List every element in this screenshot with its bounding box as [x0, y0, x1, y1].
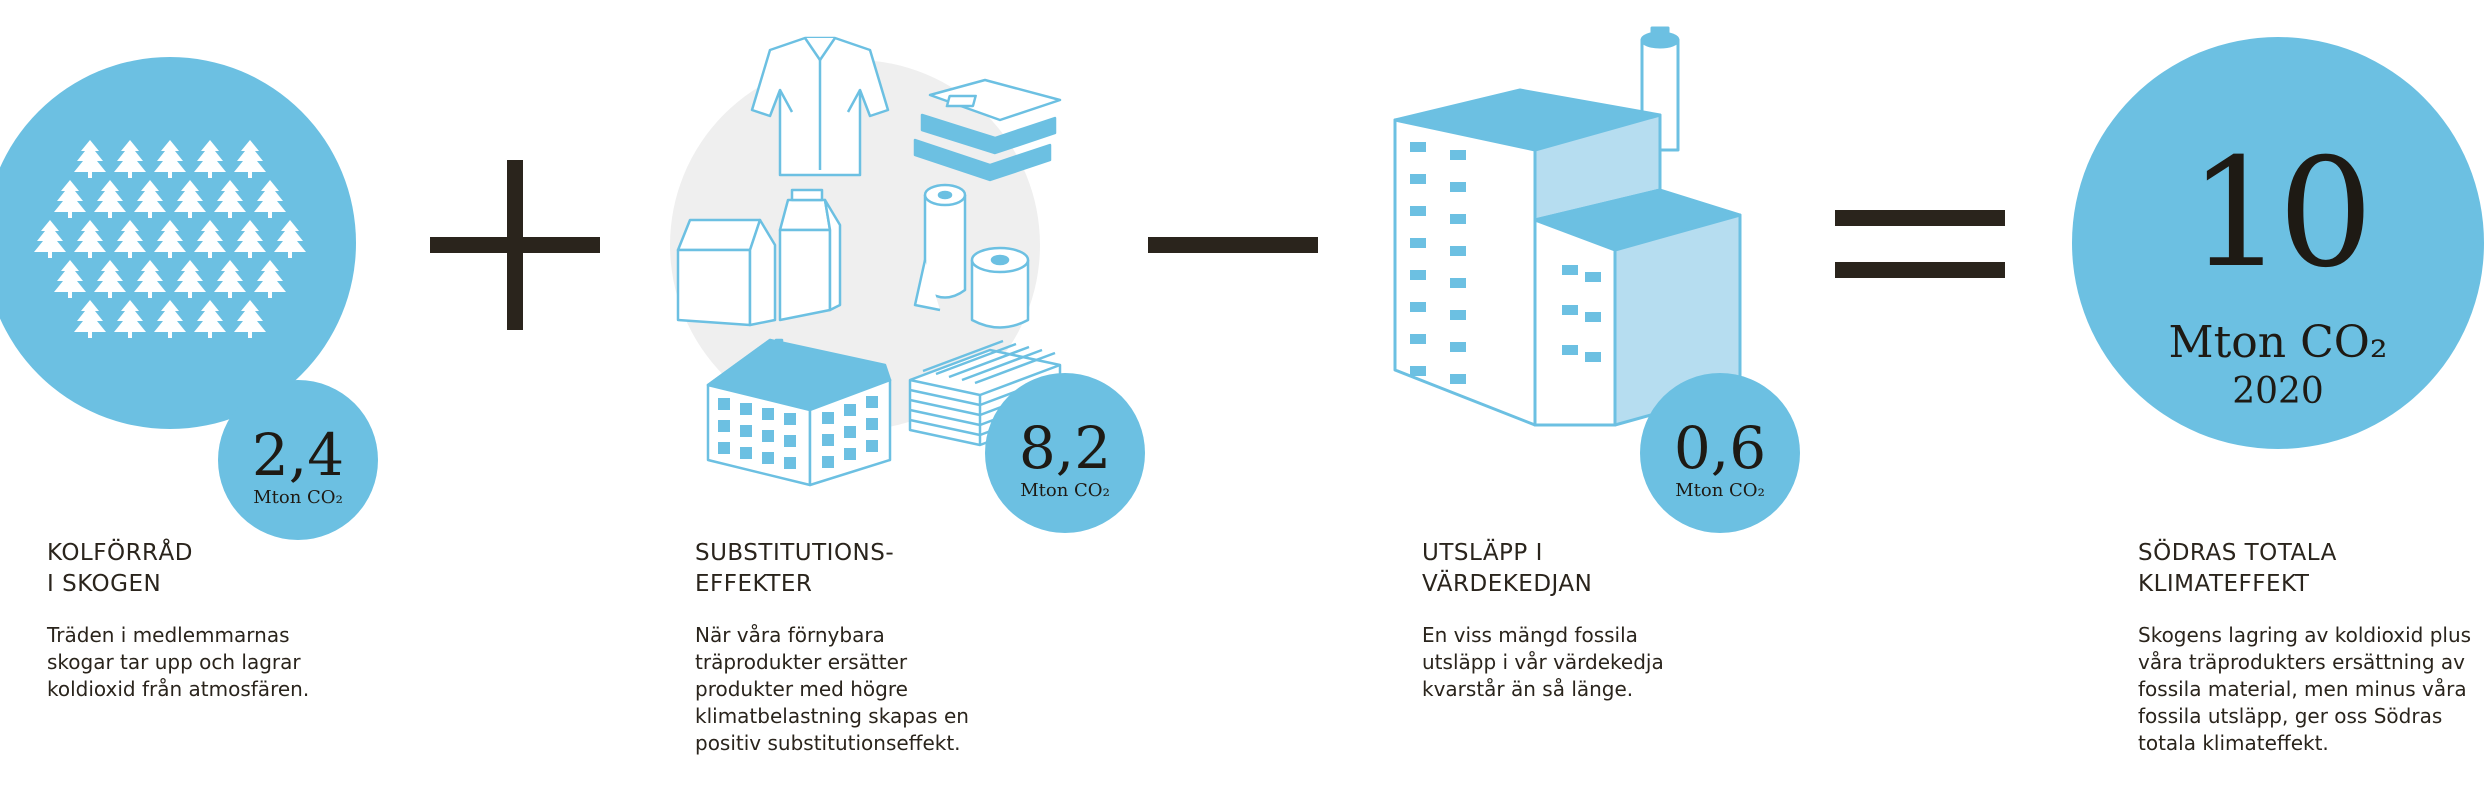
forest-illustration: 2,4 Mton CO₂ [0, 0, 400, 545]
tree-icon [234, 140, 266, 178]
tree-icon [194, 300, 226, 338]
emissions-value: 0,6 [1674, 414, 1766, 482]
tree-icon [114, 140, 146, 178]
tree-icon [154, 140, 186, 178]
forest-description: Träden i medlemmarnas skogar tar upp och… [47, 623, 310, 701]
substitution-illustration: 8,2 Mton CO₂ [660, 20, 1160, 545]
tree-icon [194, 220, 226, 258]
emissions-description: En viss mängd fossila utsläpp i vår värd… [1422, 623, 1664, 701]
forest-title: KOLFÖRRÅD I SKOGEN [47, 540, 193, 597]
forest-caption: KOLFÖRRÅD I SKOGEN Träden i medlemmarnas… [47, 538, 309, 703]
substitution-title: SUBSTITUTIONS- EFFEKTER [695, 540, 895, 597]
total-year: 2020 [2232, 371, 2324, 412]
emissions-title: UTSLÄPP I VÄRDEKEDJAN [1422, 540, 1593, 597]
tree-icon [34, 220, 66, 258]
milk-carton-icon [676, 188, 842, 327]
tree-icon [234, 300, 266, 338]
tree-icon [74, 220, 106, 258]
total-title: SÖDRAS TOTALA KLIMATEFFEKT [2138, 540, 2337, 597]
tree-icon [174, 260, 206, 298]
tree-icon [254, 260, 286, 298]
tree-icon [274, 220, 306, 258]
tree-icon [114, 300, 146, 338]
substitution-value: 8,2 [1019, 414, 1111, 482]
tree-icon [134, 180, 166, 218]
emissions-unit: Mton CO₂ [1675, 480, 1765, 501]
total-illustration: 10 Mton CO₂ 2020 [2060, 30, 2490, 460]
tree-icon [74, 300, 106, 338]
minus-operator-icon [1148, 237, 1318, 253]
tree-icon [214, 180, 246, 218]
tree-icon [54, 260, 86, 298]
tree-icon [94, 180, 126, 218]
total-description: Skogens lagring av koldioxid plus våra t… [2138, 623, 2472, 755]
factory-illustration: 0,6 Mton CO₂ [1380, 20, 1810, 545]
tree-icon [94, 260, 126, 298]
forest-value: 2,4 [252, 421, 344, 489]
tree-icons [34, 140, 306, 338]
substitution-unit: Mton CO₂ [1020, 480, 1110, 501]
substitution-caption: SUBSTITUTIONS- EFFEKTER När våra förnyba… [695, 538, 969, 757]
forest-value-badge [218, 380, 378, 540]
total-circle [2072, 37, 2484, 449]
forest-unit: Mton CO₂ [253, 487, 343, 508]
tree-icon [234, 220, 266, 258]
tree-icon [154, 220, 186, 258]
tree-icon [74, 140, 106, 178]
tree-icon [134, 260, 166, 298]
tree-icon [254, 180, 286, 218]
books-icon [913, 78, 1062, 182]
total-caption: SÖDRAS TOTALA KLIMATEFFEKT Skogens lagri… [2138, 538, 2471, 757]
substitution-value-badge [985, 373, 1145, 533]
emissions-caption: UTSLÄPP I VÄRDEKEDJAN En viss mängd foss… [1422, 538, 1664, 703]
total-unit: Mton CO₂ [2169, 317, 2388, 368]
shirt-icon [750, 36, 890, 177]
tree-icon [214, 260, 246, 298]
emissions-value-badge [1640, 373, 1800, 533]
factory-building-icon [1393, 88, 1742, 427]
tree-icon [114, 220, 146, 258]
house-icon [706, 338, 892, 487]
tree-icon [154, 300, 186, 338]
substitution-description: När våra förnybara träprodukter ersätter… [695, 623, 969, 755]
tree-icon [174, 180, 206, 218]
paper-roll-icon [913, 183, 1030, 329]
total-value: 10 [2189, 127, 2368, 301]
tree-icon [54, 180, 86, 218]
tree-icon [194, 140, 226, 178]
